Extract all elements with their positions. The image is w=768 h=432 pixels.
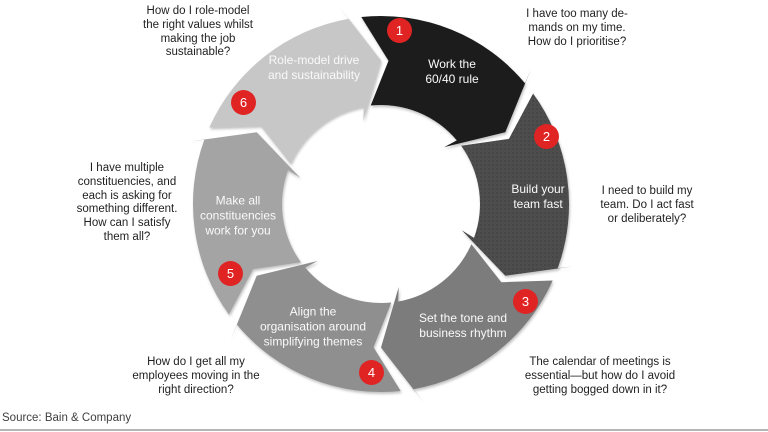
step-question-6: How do I role-model the right values whi… [143,5,253,59]
step-question-2: I need to build my team. Do I act fast o… [600,185,694,225]
step-badge-5: 5 [218,261,243,286]
step-question-5: I have multiple constituencies, and each… [76,162,178,243]
step-badge-1: 1 [387,18,412,43]
step-label-1: Work the 60/40 rule [425,57,479,86]
cycle-segment-3 [381,244,553,402]
step-label-5: Make all constituencies work for you [199,193,277,238]
step-label-3: Set the tone and business rhythm [418,311,508,340]
step-badge-2: 2 [534,124,559,149]
step-question-3: The calendar of meetings is essential—bu… [524,356,676,396]
step-badge-4: 4 [359,360,384,385]
step-label-2: Build your team fast [511,182,565,211]
step-badge-3: 3 [513,289,538,314]
cycle-segment-5 [188,132,301,315]
bottom-divider [0,429,768,431]
cycle-segment-1 [361,15,532,148]
step-label-4: Align the organisation around simplifyin… [259,304,367,349]
cycle-segment-6 [209,6,381,164]
step-question-4: How do I get all my employees moving in … [132,356,260,396]
source-note: Source: Bain & Company [2,412,132,424]
step-badge-6: 6 [231,90,256,115]
step-label-6: Role-model drive and sustainability [267,53,361,82]
step-question-1: I have too many de- mands on my time. Ho… [526,8,628,48]
cycle-segment-4 [230,260,401,393]
